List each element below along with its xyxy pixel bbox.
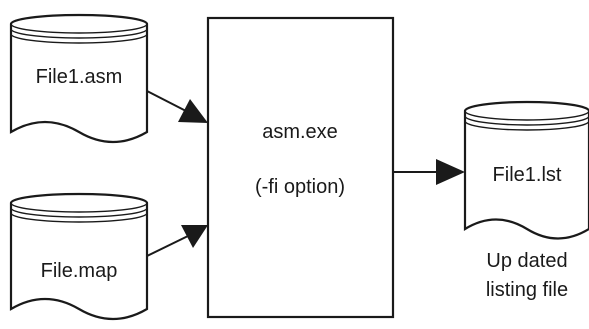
arrow-asm-to-process bbox=[146, 90, 208, 123]
process-name: asm.exe bbox=[262, 121, 338, 143]
file-lst-label: File1.lst bbox=[493, 164, 562, 186]
arrow-map-to-process bbox=[146, 225, 208, 257]
file-lst-cylinder: File1.lst bbox=[463, 100, 589, 240]
file-asm-cylinder: File1.asm bbox=[9, 13, 149, 143]
file-asm-label: File1.asm bbox=[36, 66, 123, 88]
output-caption-line1: Up dated bbox=[486, 250, 567, 272]
file-map-cylinder: File.map bbox=[9, 192, 149, 320]
file-map-label: File.map bbox=[41, 260, 118, 282]
arrow-process-to-lst bbox=[393, 159, 465, 185]
process-option: (-fi option) bbox=[255, 176, 345, 198]
output-caption-line2: listing file bbox=[486, 279, 568, 301]
asm-exe-process-box: asm.exe (-fi option) bbox=[206, 16, 395, 319]
